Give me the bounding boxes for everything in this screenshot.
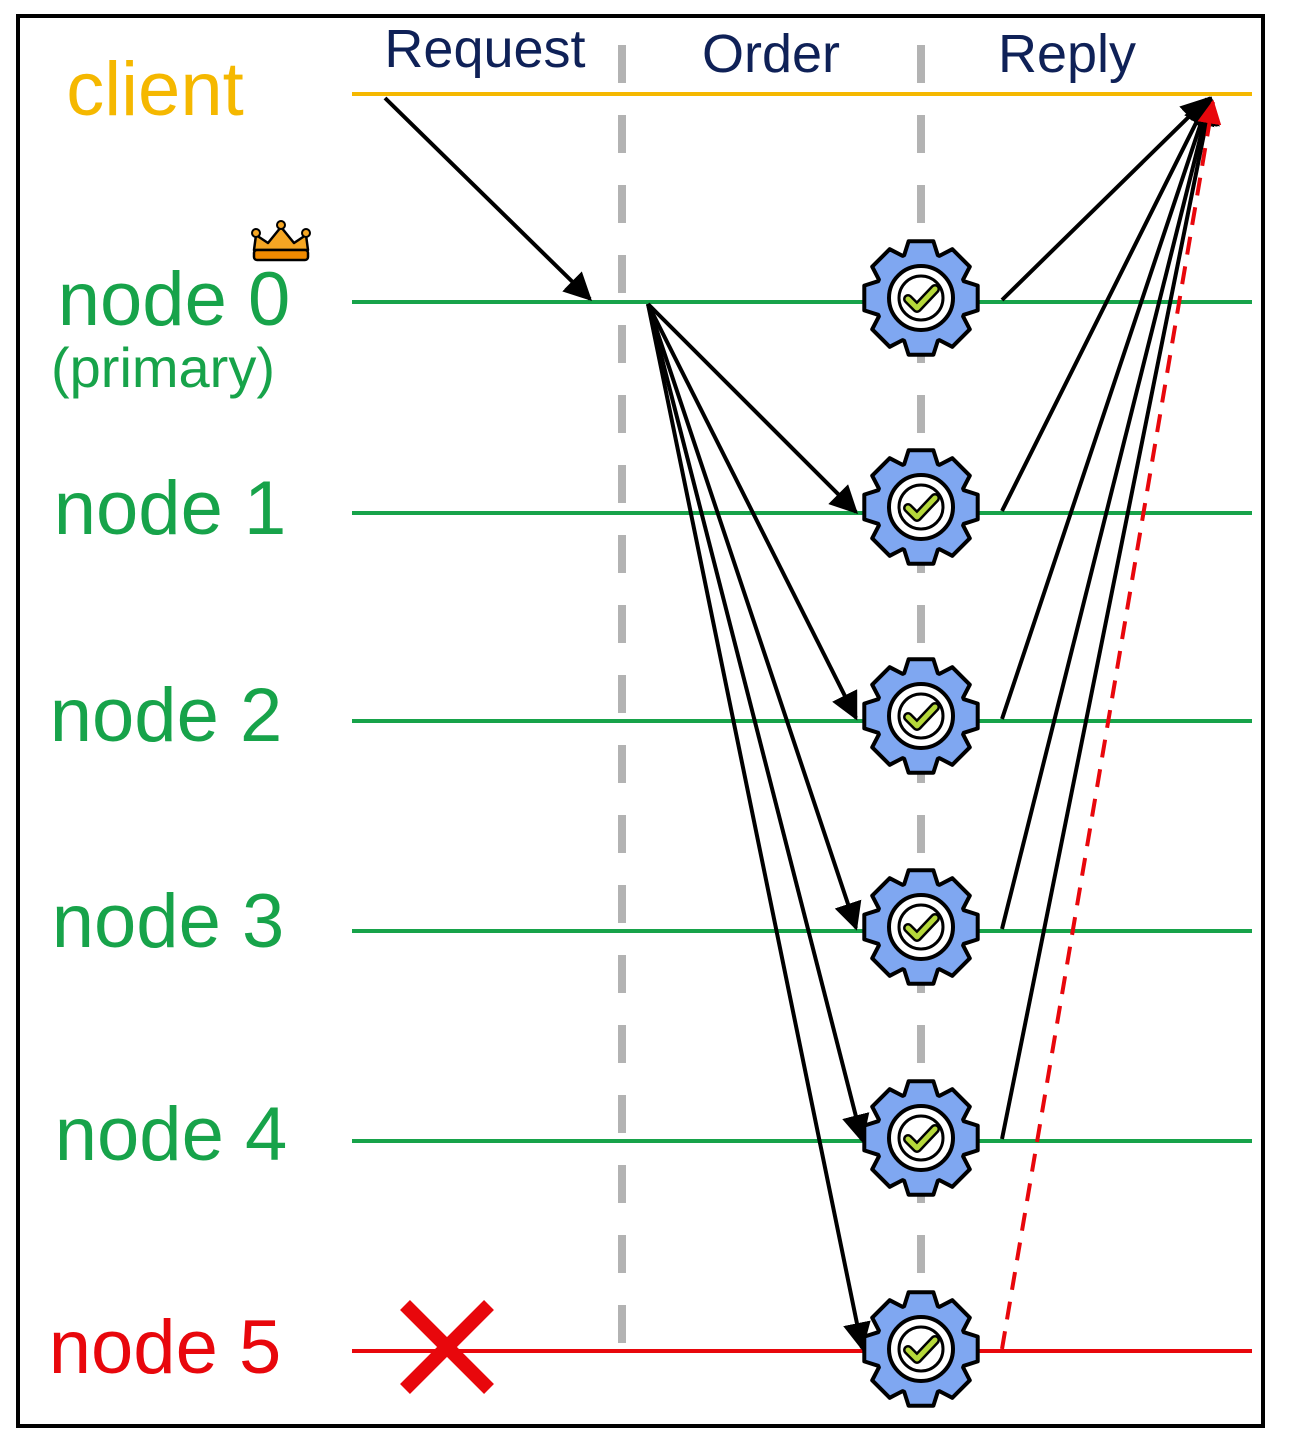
reply-arrow-node-5-faulty: [1000, 99, 1222, 1350]
node-4-label: node 4: [55, 1092, 287, 1177]
node-3-label: node 3: [52, 879, 284, 964]
gear-icon-group: [862, 239, 980, 1408]
node-2-label: node 2: [50, 673, 282, 758]
phase-label-order: Order: [702, 24, 840, 84]
node-0-role-label: (primary): [51, 336, 275, 399]
order-arrow-node-4: [646, 303, 870, 1143]
phase-label-request: Request: [384, 19, 585, 79]
order-arrow-node-2: [646, 303, 858, 721]
gear-check-icon: [862, 1290, 980, 1408]
order-arrow-node-5: [646, 303, 871, 1351]
request-arrow: [383, 96, 592, 301]
gear-check-icon: [862, 868, 980, 986]
reply-arrow-node-4: [1000, 96, 1220, 1140]
reply-arrow-node-1: [1000, 96, 1210, 512]
order-arrow-node-1: [646, 302, 858, 514]
crown-icon: [251, 220, 311, 262]
diagram-border: [16, 14, 1265, 1428]
gear-check-icon: [862, 657, 980, 775]
reply-arrow-node-3: [1000, 96, 1218, 930]
node-1-label: node 1: [54, 466, 286, 551]
node-5-label: node 5: [49, 1305, 281, 1390]
gear-check-icon: [862, 239, 980, 357]
phase-label-reply: Reply: [998, 24, 1136, 84]
reply-arrow-node-2: [1000, 96, 1215, 720]
node-0-label: node 0: [58, 257, 290, 342]
gear-check-icon: [862, 1079, 980, 1197]
client-label: client: [66, 47, 243, 132]
gear-check-icon: [862, 448, 980, 566]
cross-icon: [400, 1300, 494, 1394]
reply-arrow-node-0: [1000, 97, 1209, 302]
order-arrow-node-3: [646, 303, 862, 931]
